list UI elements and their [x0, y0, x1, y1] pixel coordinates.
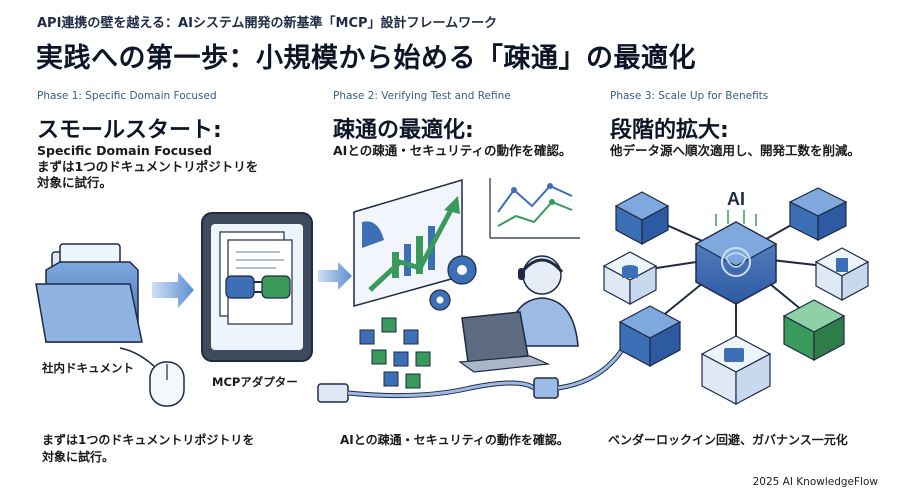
phase-1-heading: スモールスタート: [37, 118, 222, 143]
phase-1-desc-line2: 対象に試行。 [37, 175, 113, 190]
page-subtitle: API連携の壁を越える：AIシステム開発の新基準「MCP」設計フレームワーク [37, 16, 498, 31]
folder-cube-icon [700, 335, 772, 405]
phase-1-desc-line1: まずは1つのドキュメントリポジトリを [37, 159, 259, 174]
phase-1-bottom-text: まずは1つのドキュメントリポジトリを 対象に試行。 [42, 432, 254, 466]
server-cube-icon [618, 305, 682, 367]
ai-badge-label: AI [727, 189, 745, 209]
phase-1-heading-en: Specific Domain Focused [37, 143, 212, 158]
phase-3-heading: 段階的拡大: [610, 118, 729, 143]
ai-brain-hub-icon [694, 221, 778, 305]
folder-icon [35, 243, 143, 343]
arrow-right-icon [152, 272, 194, 308]
cable-connector-icon [317, 348, 625, 403]
tablet-icon [201, 212, 313, 362]
phase-2-description: AIとの疎通・セキュリティの動作を確認。 [333, 143, 572, 158]
phase-2-bottom-text: AIとの疎通・セキュリティの動作を確認。 [340, 433, 569, 447]
footer-credit: 2025 AI KnowledgeFlow [752, 476, 878, 488]
gear-icon [429, 255, 477, 311]
phase-1-bottom-line2: 対象に試行。 [42, 450, 115, 464]
database-icon [602, 251, 658, 306]
phase-3-description: 他データ源へ順次適用し、開発工数を削減。 [610, 143, 861, 158]
line-chart-icon [489, 178, 580, 239]
phase-2-label: Phase 2: Verifying Test and Refine [333, 90, 511, 102]
plug-adapter-icon [225, 275, 291, 299]
arrow-right-icon [318, 262, 352, 290]
server-cube-icon [614, 191, 670, 246]
page-title: 実践への第一歩：小規模から始める「疎通」の最適化 [36, 43, 696, 74]
phase-3-label: Phase 3: Scale Up for Benefits [610, 90, 769, 102]
phase-1-label: Phase 1: Specific Domain Focused [37, 90, 217, 102]
server-cube-icon [788, 187, 848, 241]
adapter-caption: MCPアダプター [212, 375, 298, 389]
ai-antenna-icon [715, 210, 757, 226]
laptop-icon [458, 311, 551, 373]
phase-3-bottom-text: ベンダーロックイン回避、ガバナンス一元化 [608, 433, 848, 447]
dashboard-screen-icon [353, 178, 463, 307]
phase-2-heading: 疎通の最適化: [333, 118, 474, 143]
document-cube-icon [814, 247, 870, 302]
person-with-headset-icon [507, 255, 579, 347]
documents-caption: 社内ドキュメント [42, 361, 134, 375]
server-cube-icon [782, 299, 846, 361]
mouse-icon [119, 347, 185, 407]
phase-1-bottom-line1: まずは1つのドキュメントリポジトリを [42, 433, 255, 447]
network-cubes-icon [359, 317, 431, 389]
phase-1-description: Specific Domain Focused まずは1つのドキュメントリポジト… [37, 143, 258, 191]
